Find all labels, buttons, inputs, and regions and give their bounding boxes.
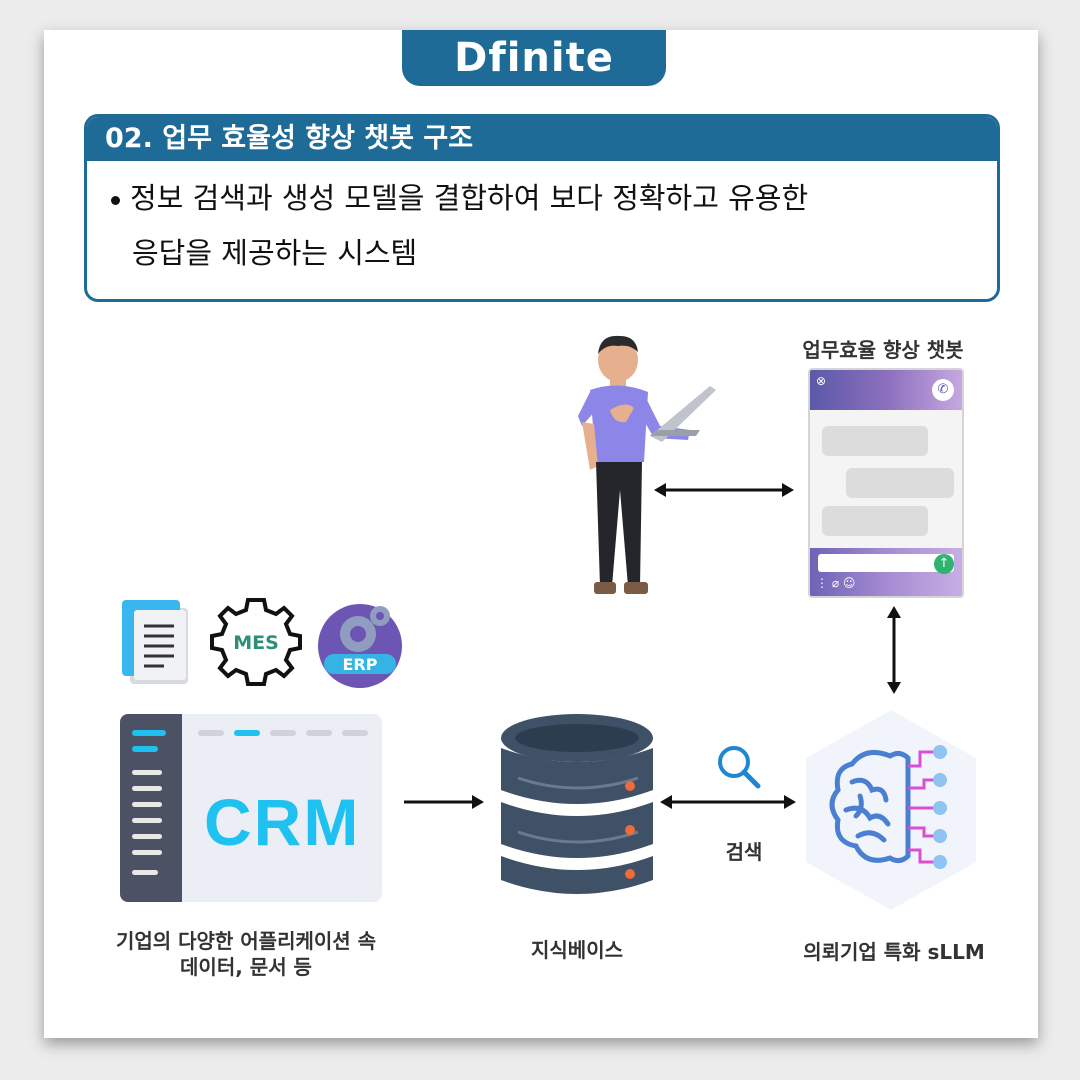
crm-text: CRM [204, 785, 361, 859]
data-source-label: 기업의 다양한 어플리케이션 속 데이터, 문서 등 [96, 928, 396, 980]
vertical-arrow-icon [887, 606, 901, 694]
chat-bubble [846, 468, 954, 498]
attach-icon: ⋮ ⌀ ☺ [816, 576, 856, 590]
section-description: 정보 검색과 생성 모델을 결합하여 보다 정확하고 유용한 응답을 제공하는 … [87, 161, 997, 281]
bullet-dot [111, 195, 120, 205]
erp-icon: ERP [318, 604, 402, 688]
brand-tab: Dfinite [402, 30, 666, 86]
user-with-laptop-icon [578, 335, 716, 594]
phone-icon: ✆ [932, 379, 954, 401]
bullet-text-line2: 응답을 제공하는 시스템 [132, 236, 418, 270]
chat-bubble [822, 506, 928, 536]
section-title: 02. 업무 효율성 향상 챗봇 구조 [87, 117, 997, 161]
mes-gear-icon: MES [210, 598, 302, 686]
llm-brain-icon [806, 710, 976, 910]
database-icon [501, 714, 653, 894]
search-label: 검색 [725, 840, 763, 864]
chatbot-label: 업무효율 향상 챗봇 [802, 338, 964, 362]
crm-window: CRM [120, 714, 382, 902]
document-icon [122, 600, 188, 684]
bidirectional-arrow-icon [654, 483, 794, 497]
section-box: 02. 업무 효율성 향상 챗봇 구조 정보 검색과 생성 모델을 결합하여 보… [84, 114, 1000, 302]
mes-text: MES [233, 632, 279, 654]
chatbot-header: ⊗ ✆ [810, 370, 962, 410]
llm-label: 의뢰기업 특화 sLLM [803, 940, 985, 964]
chat-input [818, 554, 954, 572]
bullet-text-line1: 정보 검색과 생성 모델을 결합하여 보다 정확하고 유용한 [130, 181, 809, 215]
crm-sidebar [120, 714, 182, 902]
chatbot-window: ⊗ ✆ ↑ ⋮ ⌀ ☺ [808, 368, 964, 598]
brand-logo: Dfinite [454, 35, 614, 81]
bidirectional-arrow-icon [660, 795, 796, 809]
right-arrow-icon [404, 795, 484, 809]
close-icon: ⊗ [816, 374, 827, 388]
data-source-label-line2: 데이터, 문서 등 [180, 955, 312, 979]
chat-bubble [822, 426, 928, 456]
send-icon: ↑ [934, 554, 954, 574]
erp-text: ERP [343, 655, 378, 674]
chatbot-footer: ↑ ⋮ ⌀ ☺ [810, 548, 962, 596]
data-source-label-line1: 기업의 다양한 어플리케이션 속 [115, 929, 377, 953]
search-icon [718, 746, 761, 789]
knowledge-base-label: 지식베이스 [531, 938, 623, 962]
